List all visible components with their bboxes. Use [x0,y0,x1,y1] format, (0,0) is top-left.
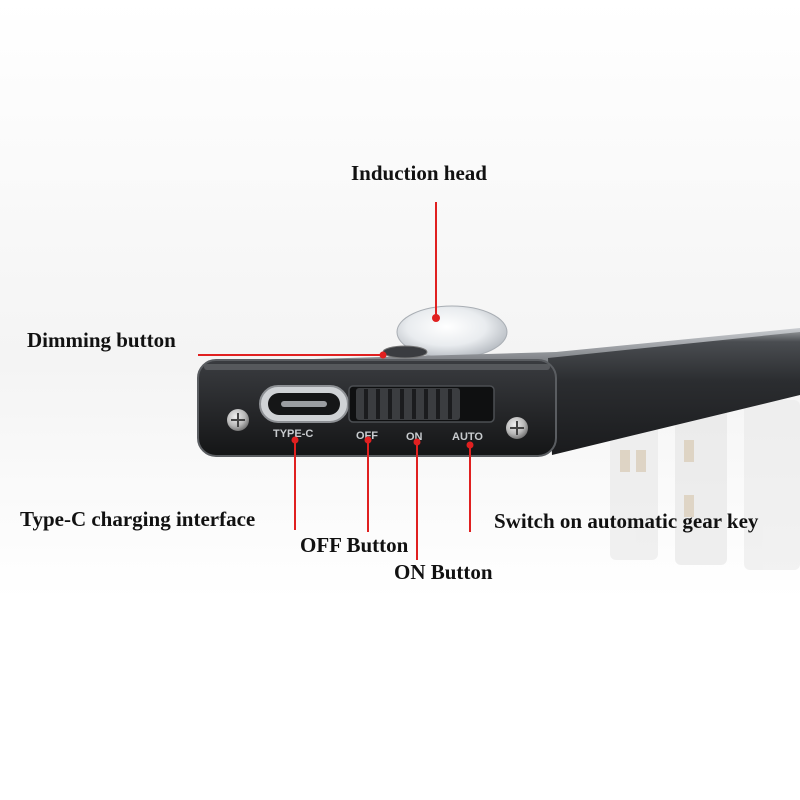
screw-right [506,417,528,439]
label-on-button: ON Button [394,560,493,584]
marking-auto: AUTO [452,431,483,443]
slide-switch [348,385,495,423]
dimming-button [382,345,428,359]
marking-off: OFF [356,430,378,442]
label-dimming-button: Dimming button [27,328,176,352]
background-blur [610,400,800,570]
label-induction-head: Induction head [351,161,487,185]
label-auto-switch: Switch on automatic gear key [494,509,759,533]
pointer-lines [198,202,474,560]
screw-left [227,409,249,431]
label-off-button: OFF Button [300,533,409,557]
marking-type-c: TYPE-C [273,428,313,440]
label-type-c-interface: Type-C charging interface [20,507,256,531]
type-c-port [259,385,349,423]
